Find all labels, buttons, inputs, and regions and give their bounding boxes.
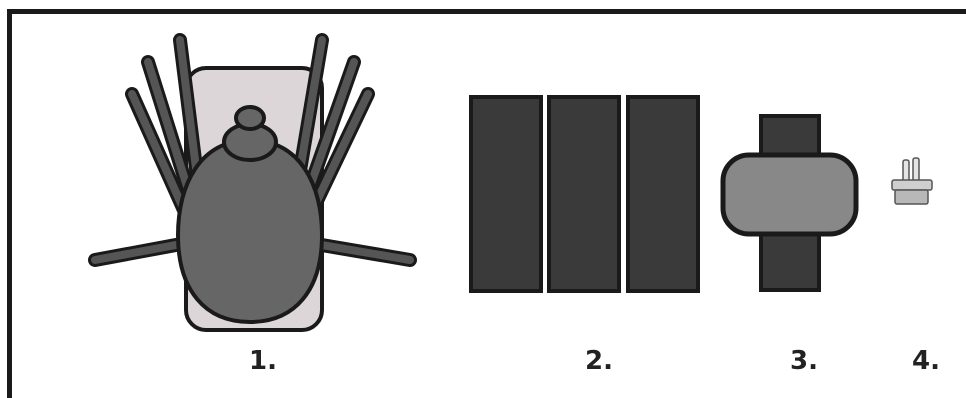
tick-icon: [95, 40, 410, 330]
tick-body: [178, 140, 322, 322]
panel-3: [628, 97, 698, 291]
tick-mouthpart: [236, 107, 264, 129]
three-panels-icon: [471, 97, 698, 291]
strap-clip-icon: [723, 116, 856, 290]
item-2-label: 2.: [585, 348, 613, 374]
item-3-label: 3.: [790, 348, 818, 374]
clip-body: [723, 155, 856, 234]
small-clip-prong-right: [913, 158, 919, 182]
small-clip-prong-left: [903, 160, 909, 182]
panel-2: [549, 97, 619, 291]
small-clip-base: [892, 180, 932, 190]
panel-1: [471, 97, 541, 291]
small-clip-bottom: [895, 190, 928, 204]
item-4-label: 4.: [912, 348, 940, 374]
item-1-label: 1.: [249, 348, 277, 374]
small-clip-icon: [892, 158, 932, 204]
